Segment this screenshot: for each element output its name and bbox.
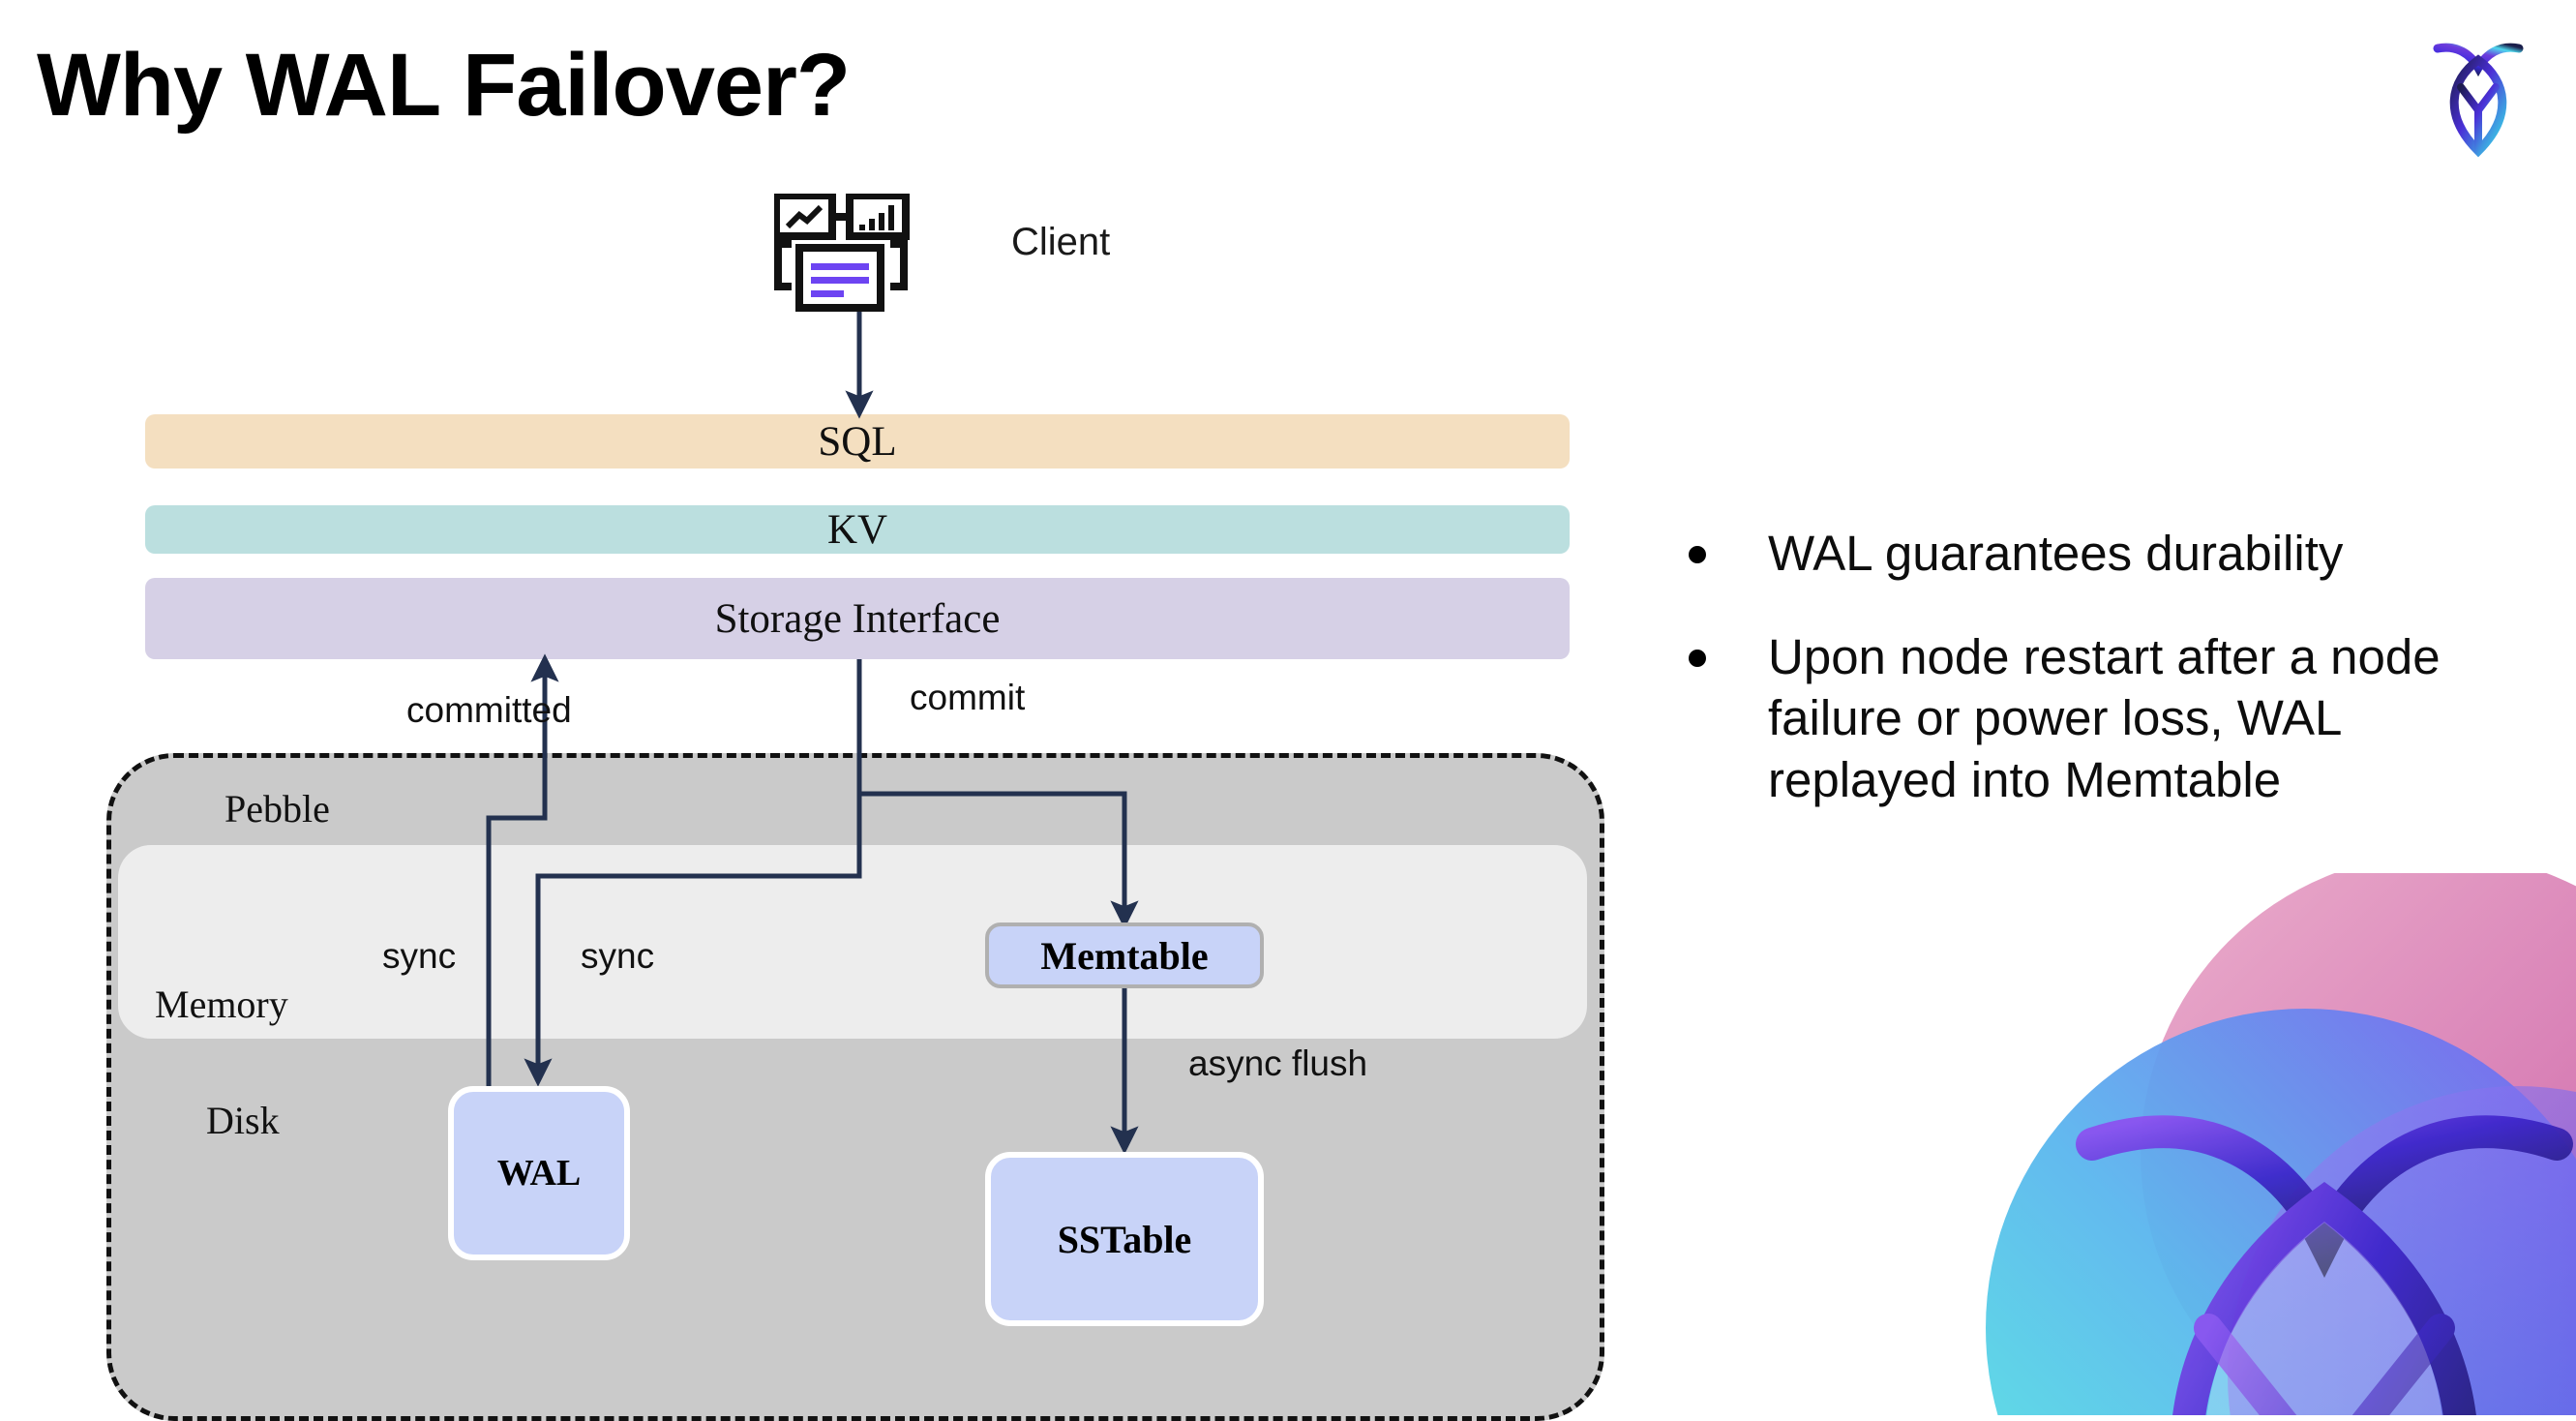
bullet-text: Upon node restart after a node failure o… — [1768, 629, 2441, 807]
edge-label-commit: commit — [910, 678, 1026, 717]
node-wal[interactable]: WAL — [448, 1086, 630, 1260]
edge-label-sync-left: sync — [382, 936, 457, 976]
page-title: Why WAL Failover? — [37, 36, 851, 135]
node-memtable[interactable]: Memtable — [985, 922, 1264, 988]
architecture-diagram: Client SQL KV Storage Interface Pebble M… — [106, 192, 1604, 1421]
layer-storage-interface[interactable]: Storage Interface — [145, 578, 1570, 659]
decorative-gradient-art — [1899, 873, 2576, 1415]
node-sstable[interactable]: SSTable — [985, 1152, 1264, 1326]
layer-sql[interactable]: SQL — [145, 414, 1570, 469]
bullet-text: WAL guarantees durability — [1768, 526, 2344, 581]
edge-label-committed: committed — [406, 690, 572, 730]
pebble-label: Pebble — [225, 787, 330, 831]
edge-label-async-flush: async flush — [1188, 1043, 1368, 1083]
cockroachdb-logo-icon — [2424, 27, 2532, 163]
list-item: WAL guarantees durability — [1689, 523, 2511, 584]
bullet-dot-icon — [1689, 650, 1706, 668]
memory-label: Memory — [155, 983, 288, 1026]
client-label: Client — [1011, 221, 1111, 263]
layer-kv[interactable]: KV — [145, 505, 1570, 554]
bullet-dot-icon — [1689, 546, 1706, 563]
diagram-edges — [486, 312, 1139, 1155]
bullet-list: WAL guarantees durability Upon node rest… — [1689, 523, 2511, 853]
list-item: Upon node restart after a node failure o… — [1689, 626, 2511, 810]
disk-label: Disk — [206, 1099, 280, 1142]
client-dashboard-icon — [772, 192, 929, 319]
edge-label-sync-right: sync — [581, 936, 655, 976]
